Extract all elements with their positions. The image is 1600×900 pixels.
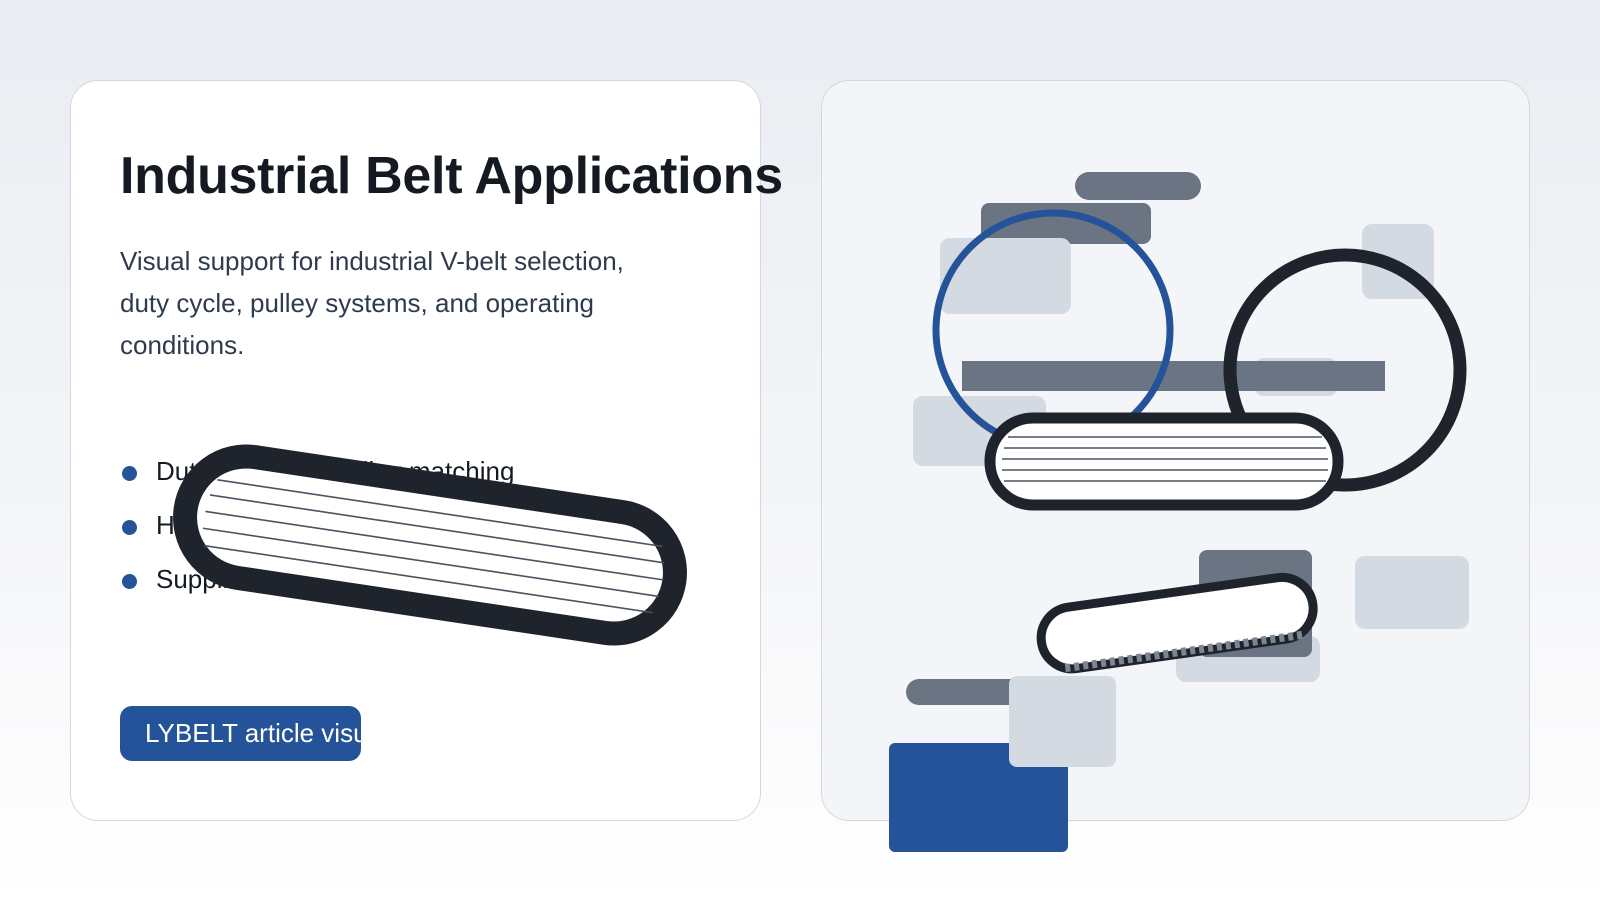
list-item: Heat, dust, and service-life context [120,510,555,564]
feature-list: Duty cycle and pulley matching Heat, dus… [120,456,555,618]
article-visual-button[interactable]: LYBELT article visual [120,706,361,761]
bullet-dot-icon [122,520,137,535]
list-item-label: Supplier-ready product framing [156,564,513,594]
bullet-dot-icon [122,574,137,589]
list-item: Duty cycle and pulley matching [120,456,555,510]
page-title: Industrial Belt Applications [120,147,783,205]
visual-panel [821,80,1530,821]
list-item: Supplier-ready product framing [120,564,555,618]
list-item-label: Duty cycle and pulley matching [156,456,515,486]
bullet-dot-icon [122,466,137,481]
page-subtitle: Visual support for industrial V-belt sel… [120,246,624,360]
list-item-label: Heat, dust, and service-life context [156,510,555,540]
